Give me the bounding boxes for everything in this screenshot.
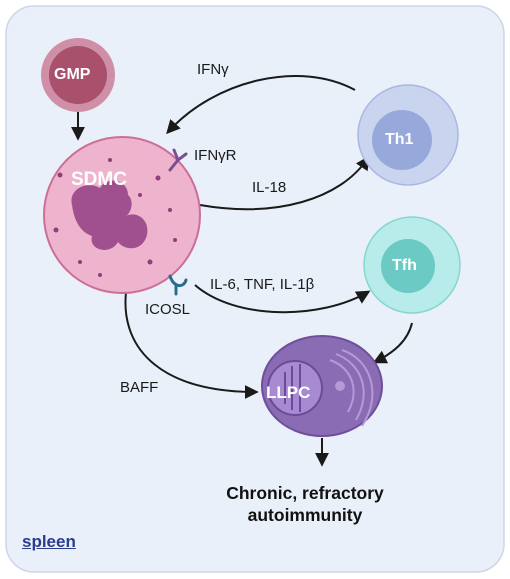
- tfh-label: Tfh: [392, 257, 417, 274]
- arrow-tfh-to-llpc: [372, 322, 413, 364]
- sdmc-cell: [43, 136, 201, 294]
- outcome-line-2: autoimmunity: [247, 505, 363, 525]
- arrow-sdmc-to-tfh: [194, 284, 371, 314]
- icosl-receptor-icon: [168, 274, 188, 296]
- llpc-label: LLPC: [266, 383, 311, 402]
- ifng-label: IFNγ: [197, 61, 229, 78]
- cytokines-label: IL-6, TNF, IL-1β: [210, 276, 315, 293]
- sdmc-label: SDMC: [71, 169, 127, 190]
- location-label: spleen: [22, 532, 76, 551]
- icosl-label: ICOSL: [145, 301, 191, 318]
- gmp-cell: [41, 38, 115, 112]
- sdmc-nucleus: [71, 180, 148, 250]
- gmp-label: GMP: [54, 66, 91, 83]
- llpc-cell: [261, 335, 383, 437]
- arrow-th1-to-sdmc: [166, 75, 356, 135]
- arrow-sdmc-to-th1: [199, 155, 370, 211]
- th1-cell: [357, 84, 459, 186]
- th1-label: Th1: [385, 131, 414, 148]
- baff-label: BAFF: [120, 379, 159, 396]
- il18-label: IL-18: [252, 179, 287, 196]
- tfh-cell: [363, 216, 461, 314]
- ifngr-label: IFNγR: [194, 147, 237, 164]
- ifngr-receptor-icon: [168, 148, 188, 172]
- outcome-line-1: Chronic, refractory: [226, 483, 384, 503]
- llpc-nucleus: [267, 360, 323, 416]
- arrow-sdmc-to-llpc: [124, 291, 259, 399]
- outcome-text: Chronic, refractory autoimmunity: [180, 482, 430, 526]
